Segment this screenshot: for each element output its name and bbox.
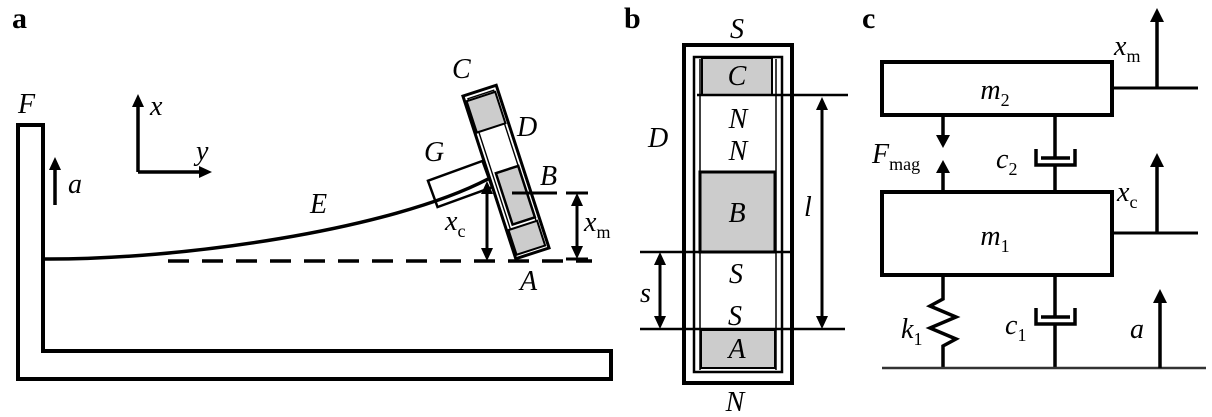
magnet-C-label: C [452,54,471,85]
pole-S1-label: S [729,259,743,290]
xm-main: x [583,207,597,238]
tube-outer-wall [682,43,794,385]
c1-sub: 1 [1017,325,1026,345]
fmag-force: Fmag [871,115,950,192]
l-arrowhead-down-icon [816,316,828,329]
xc-output: xc [1112,153,1198,235]
xc-motion-arrowhead-icon [1150,153,1164,167]
damper-c2: c2 [996,115,1077,192]
m1-sub: 1 [1001,236,1010,256]
damper-c1: c1 [1005,275,1077,368]
xm-output: xm [1112,8,1198,90]
pole-S-top-label: S [730,14,744,45]
panel-c: c m2 xm Fmag c2 m1 [862,2,1206,370]
fixture-frame [16,123,613,381]
mass-m2-label: m2 [980,75,1009,110]
c2-label: c2 [996,144,1017,179]
xm-motion-label: xm [1113,31,1140,66]
l-arrowhead-up-icon [816,97,828,110]
tube-D-detail-label: D [647,123,668,154]
m1-main: m [980,221,1000,252]
y-axis-arrowhead-icon [199,166,212,178]
y-axis-label: y [193,136,209,167]
accel-label: a [68,169,82,200]
fmag-label: Fmag [871,139,920,174]
magnet-A-rect [507,219,547,257]
xm-c-sub: m [1126,46,1140,66]
a-arrowhead-icon [1153,289,1167,303]
k1-label: k1 [901,314,922,349]
coil-label: G [424,137,444,168]
magnet-C-detail-label: C [728,61,747,92]
magnet-B-detail-label: B [728,198,745,229]
xc-motion-label: xc [1116,177,1137,212]
panel-b-letter: b [624,2,641,35]
xm-dimension: xm [566,191,610,261]
panel-c-letter: c [862,2,875,35]
base-acceleration-arrow: a [49,157,82,205]
magnet-C-rect [465,90,507,134]
magnet-A-detail-label: A [726,334,746,365]
magnet-B-label: B [540,161,557,192]
coordinate-axes: x y [132,91,212,178]
frame-label: F [17,89,36,120]
k1-main: k [901,314,914,345]
panel-a: a F x y a G [12,2,613,381]
fmag-up-arrowhead-icon [936,160,950,173]
magnet-A-detail-rect [700,329,776,369]
xm-motion-arrowhead-icon [1150,8,1164,22]
xc-c-sub: c [1129,192,1137,212]
cantilever-beam [42,177,489,261]
l-dimension: l [804,97,828,329]
k1-spring-path [925,275,961,368]
magnet-tube-assembly [461,83,551,261]
s-label: s [640,278,651,309]
panel-a-letter: a [12,2,27,35]
fmag-main: F [871,139,890,170]
xc-c-main: x [1116,177,1130,208]
k1-sub: 1 [913,329,922,349]
xc-arrowhead-down-icon [481,248,493,261]
pole-N2-label: N [728,136,749,167]
a-label: a [1130,314,1144,345]
x-axis-arrowhead-icon [132,94,144,107]
base-accel-c: a [1130,289,1167,368]
panel-b: b S C N N B S S A N D s l [624,2,848,417]
c1-main: c [1005,310,1018,341]
s-arrowhead-up-icon [654,252,666,265]
xm-arrowhead-down-icon [571,246,583,259]
xm-sub: m [596,222,610,242]
s-dimension: s [640,252,666,329]
xc-dimension: xc [444,181,493,261]
l-label: l [804,192,812,223]
s-arrowhead-down-icon [654,316,666,329]
xc-main: x [444,206,458,237]
xm-label: xm [583,207,610,242]
magnet-C-detail-rect [701,57,773,96]
m2-sub: 2 [1001,90,1010,110]
xm-c-main: x [1113,31,1127,62]
c2-sub: 2 [1008,159,1017,179]
xc-arrowhead-up-icon [481,181,493,194]
xc-sub: c [457,221,465,241]
fmag-sub: mag [889,154,920,174]
spring-k1: k1 [901,275,961,368]
xc-label: xc [444,206,465,241]
accel-arrowhead-icon [49,157,61,170]
c1-label: c1 [1005,310,1026,345]
mass-m1-label: m1 [980,221,1009,256]
fmag-down-arrowhead-icon [936,135,950,148]
xm-arrowhead-up-icon [571,193,583,206]
magnet-B-detail-rect [698,170,777,254]
magnet-A-label: A [518,266,538,297]
m2-main: m [980,75,1000,106]
pole-S2-label: S [728,301,742,332]
pole-N1-label: N [728,104,749,135]
c2-main: c [996,144,1009,175]
pole-N-bottom-label: N [725,387,746,417]
x-axis-label: x [149,91,163,122]
tube-D-label: D [516,112,537,143]
beam-label: E [309,189,327,220]
